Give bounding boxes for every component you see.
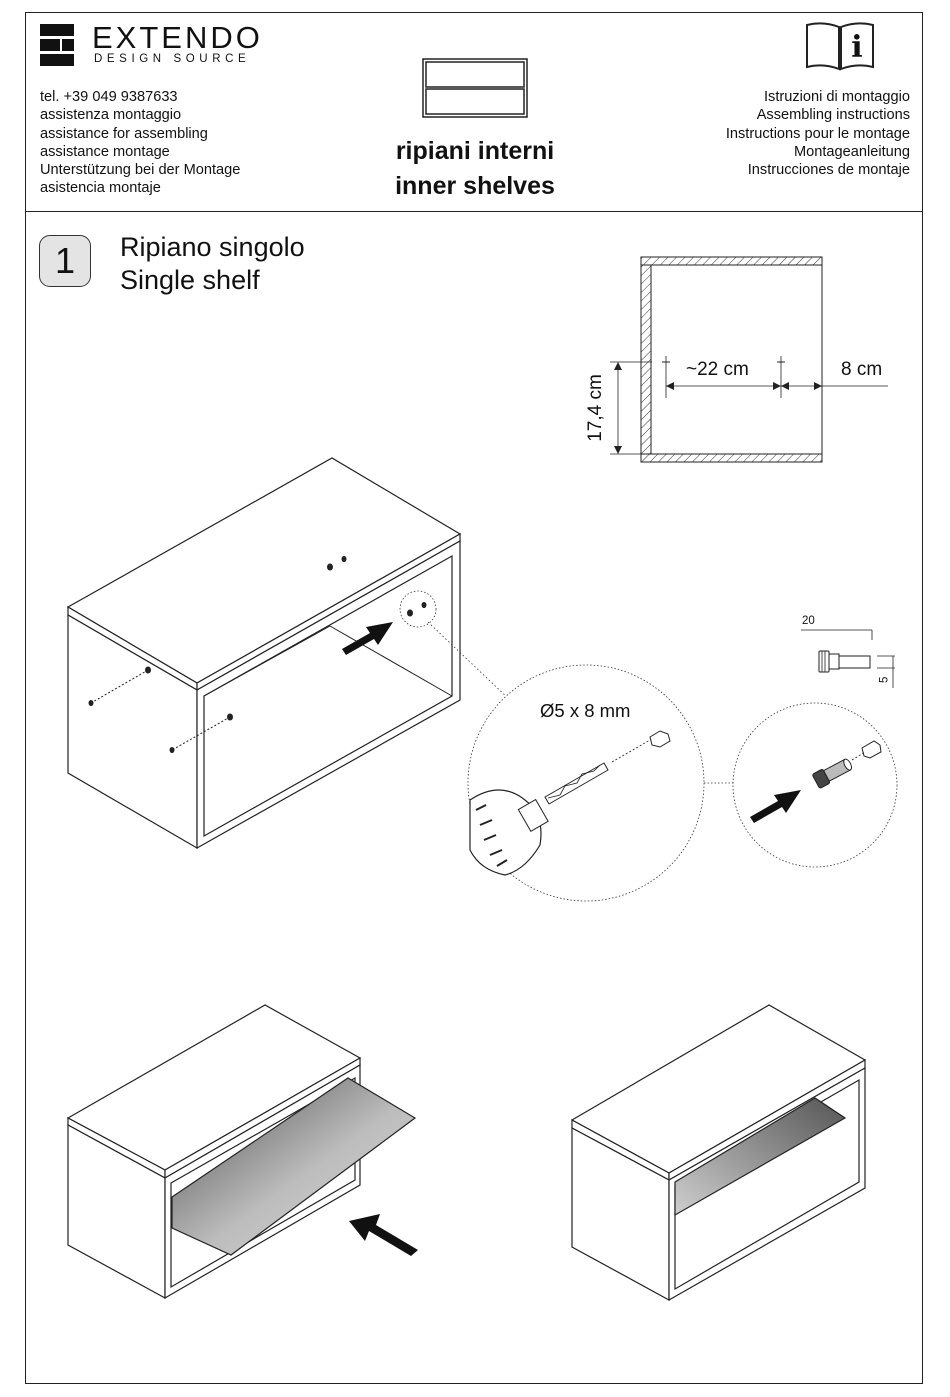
step-title-english: Single shelf xyxy=(120,265,260,295)
document-title: ripiani interni inner shelves xyxy=(360,134,590,204)
title-italian: ripiani interni xyxy=(395,137,555,165)
instructions-line: Instrucciones de montaje xyxy=(747,162,910,179)
instructions-line: Assembling instructions xyxy=(756,107,910,124)
shelf-panel xyxy=(171,1077,417,1256)
cabinet-drilling-view xyxy=(66,457,462,850)
contact-line: assistance montage xyxy=(40,143,170,160)
contact-line: Unterstützung bei der Montage xyxy=(40,162,241,179)
installed-shelf xyxy=(674,1097,847,1217)
cabinet-icon xyxy=(422,58,528,118)
zoom-leader xyxy=(427,621,511,701)
instructions-block: Istruzioni di montaggio Assembling instr… xyxy=(726,88,910,179)
offset-dimension-label: 8 cm xyxy=(841,359,883,380)
insert-arrow-icon xyxy=(342,622,393,655)
brand-logo-mark xyxy=(40,24,74,66)
step-number-badge: 1 xyxy=(39,235,91,287)
height-dimension-label: 17,4 cm xyxy=(585,374,606,442)
drill-size-label: Ø5 x 8 mm xyxy=(540,700,631,721)
instructions-line: Montageanleitung xyxy=(793,143,910,160)
contact-block: tel. +39 049 9387633 assistenza montaggi… xyxy=(40,88,240,198)
pin-length-label: 20 xyxy=(802,615,815,627)
info-book-icon: i xyxy=(806,22,874,71)
contact-line: assistance for assembling xyxy=(40,125,208,142)
pin-diameter-label: 5 xyxy=(878,676,891,683)
contact-line: assistenza montaggio xyxy=(40,107,182,124)
brand-name: EXTENDO xyxy=(92,20,263,55)
svg-text:i: i xyxy=(851,30,862,65)
brand-tagline: DESIGN SOURCE xyxy=(94,53,251,65)
contact-phone: tel. +39 049 9387633 xyxy=(40,89,178,105)
cross-section-diagram xyxy=(610,256,888,463)
hole-markers xyxy=(88,556,427,753)
drill-detail xyxy=(467,664,705,902)
contact-line: asistencia montaje xyxy=(40,180,161,197)
step-title: Ripiano singolo Single shelf xyxy=(120,231,305,297)
shelf-pin-drawing xyxy=(801,629,895,688)
cabinet-finished-view xyxy=(570,1004,867,1302)
instructions-line: Instructions pour le montage xyxy=(725,125,910,142)
insert-shelf-arrow-icon xyxy=(349,1214,418,1256)
brand-logo: EXTENDO DESIGN SOURCE xyxy=(40,22,280,70)
page-frame xyxy=(25,12,923,1384)
depth-dimension-label: ~22 cm xyxy=(686,359,749,380)
title-english: inner shelves xyxy=(395,172,555,200)
header-separator xyxy=(25,211,923,212)
pin-insert-detail xyxy=(732,702,898,868)
zoom-source-circle xyxy=(399,590,437,628)
instructions-line: Istruzioni di montaggio xyxy=(763,89,910,105)
step-title-italian: Ripiano singolo xyxy=(120,232,305,262)
